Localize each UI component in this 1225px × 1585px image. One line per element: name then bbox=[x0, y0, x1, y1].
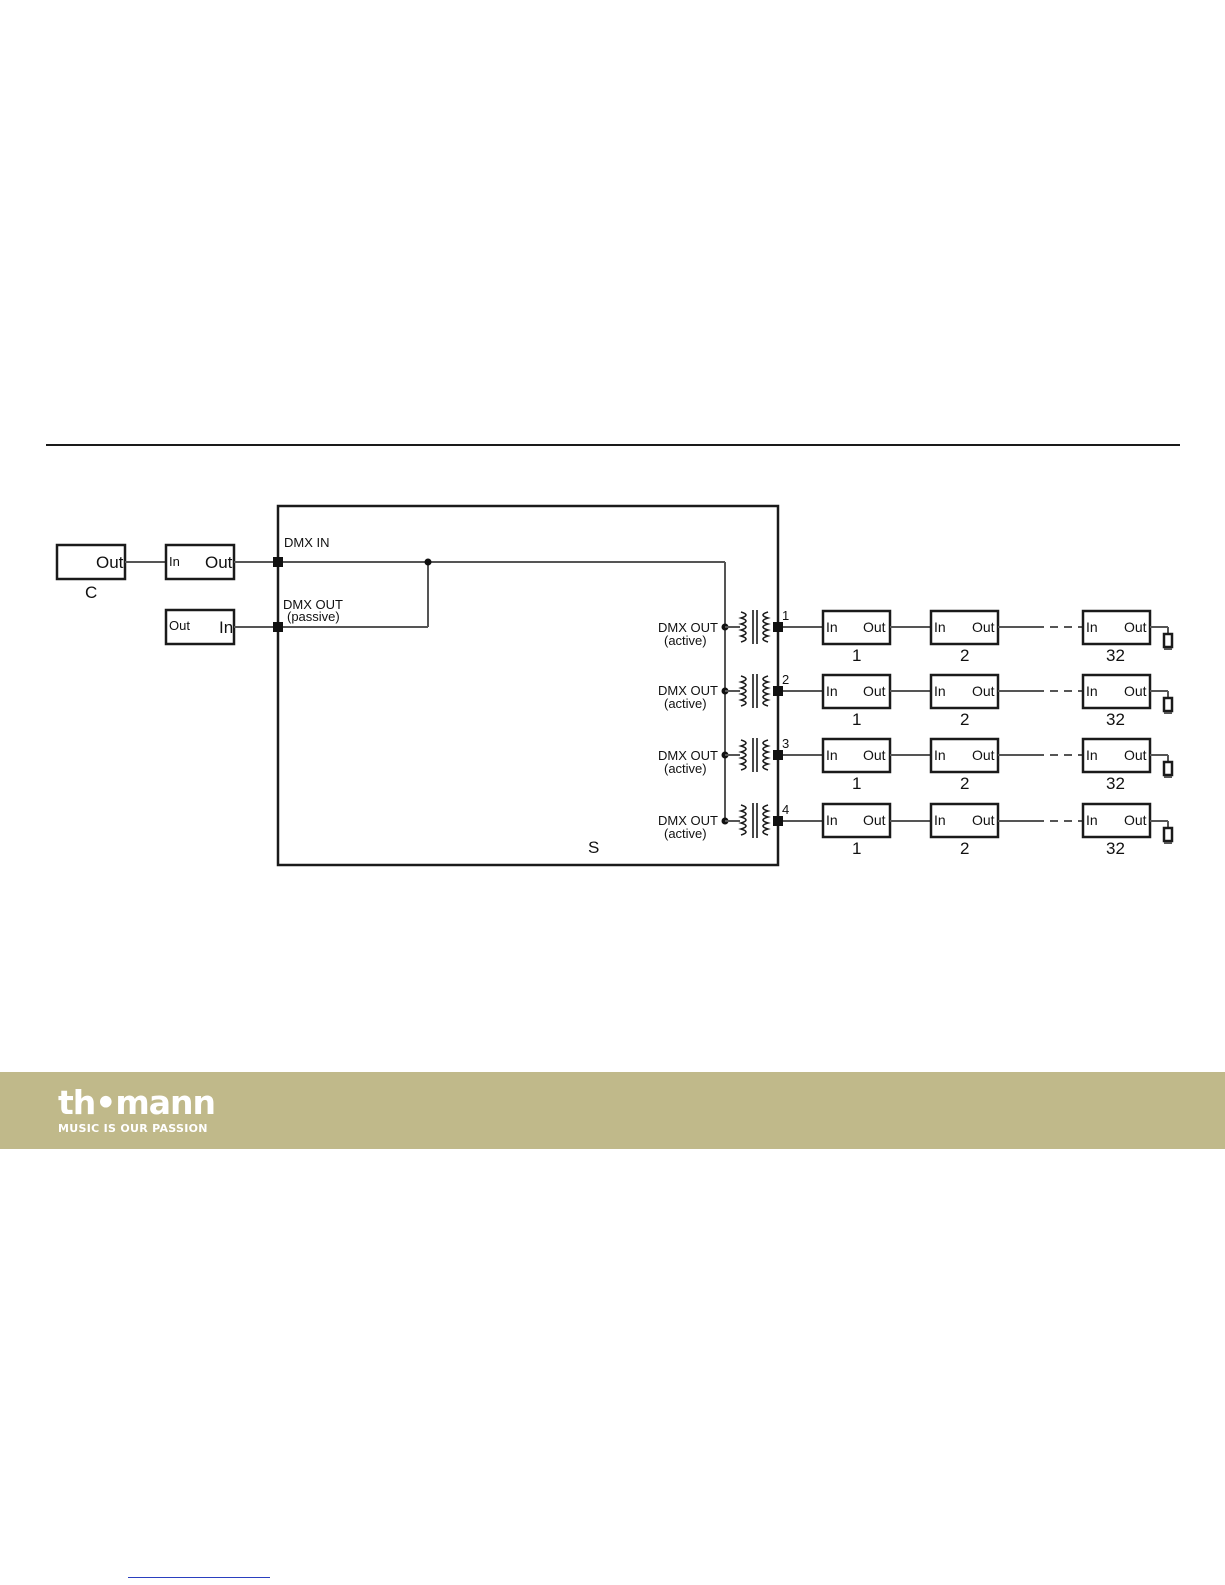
output-3-port: 3 bbox=[782, 736, 789, 751]
output-4-port: 4 bbox=[782, 802, 789, 817]
output-2-sub: (active) bbox=[664, 696, 707, 711]
transformer-3 bbox=[741, 738, 768, 772]
output-4-sub: (active) bbox=[664, 826, 707, 841]
chain-3-number-32: 32 bbox=[1106, 774, 1125, 793]
chain-2-number-32: 32 bbox=[1106, 710, 1125, 729]
chain-4-number-32: 32 bbox=[1106, 839, 1125, 858]
chain-3-dev-32-out: Out bbox=[1124, 747, 1147, 763]
chain-3-dev-1-in: In bbox=[826, 747, 838, 763]
footer-bar: th•mann MUSIC IS OUR PASSION bbox=[0, 1072, 1225, 1149]
terminator-1-icon bbox=[1150, 627, 1172, 649]
chain-1-number-1: 1 bbox=[852, 646, 861, 665]
dmx-out-passive-jack bbox=[273, 622, 283, 632]
chain-2-dev-1-out: Out bbox=[863, 683, 886, 699]
device-chain-4: In Out 1 In Out 2 In Out 32 bbox=[823, 804, 1172, 858]
chain-2-number-2: 2 bbox=[960, 710, 969, 729]
chain-4-number-2: 2 bbox=[960, 839, 969, 858]
terminator-2-icon bbox=[1150, 691, 1172, 713]
output-1-port: 1 bbox=[782, 608, 789, 623]
chain-1-dev-32-out: Out bbox=[1124, 619, 1147, 635]
chain-2-number-1: 1 bbox=[852, 710, 861, 729]
dmx-in-label: DMX IN bbox=[284, 535, 330, 550]
terminator-3-icon bbox=[1150, 755, 1172, 777]
transformer-4 bbox=[741, 803, 768, 838]
passive-output-device: Out In bbox=[166, 610, 234, 644]
splitter-output-3: DMX OUT (active) 3 bbox=[658, 736, 823, 776]
chain-4-dev-32-in: In bbox=[1086, 812, 1098, 828]
input-device-out-label: Out bbox=[205, 553, 233, 572]
dmx-out-passive-sub: (passive) bbox=[287, 609, 340, 624]
output-2-jack bbox=[773, 686, 783, 696]
passive-device-out-label: Out bbox=[169, 618, 190, 633]
dmx-in-jack bbox=[273, 557, 283, 567]
chain-1-dev-2-in: In bbox=[934, 619, 946, 635]
chain-4-dev-1-out: Out bbox=[863, 812, 886, 828]
splitter-output-2: DMX OUT (active) 2 bbox=[658, 672, 823, 711]
chain-4-dev-32-out: Out bbox=[1124, 812, 1147, 828]
chain-3-dev-2-out: Out bbox=[972, 747, 995, 763]
input-device: In Out bbox=[166, 545, 234, 579]
chain-1-dev-32-in: In bbox=[1086, 619, 1098, 635]
transformer-1 bbox=[741, 610, 768, 644]
output-2-port: 2 bbox=[782, 672, 789, 687]
dmx-splitter-diagram: Out C In Out Out In S DMX IN DMX OUT (pa… bbox=[0, 0, 1225, 900]
output-3-jack bbox=[773, 750, 783, 760]
chain-3-dev-1-out: Out bbox=[863, 747, 886, 763]
chain-4-number-1: 1 bbox=[852, 839, 861, 858]
output-4-jack bbox=[773, 816, 783, 826]
output-1-sub: (active) bbox=[664, 633, 707, 648]
bottom-link-underline[interactable] bbox=[128, 1577, 270, 1578]
controller-out-label: Out bbox=[96, 553, 124, 572]
chain-4-dev-2-out: Out bbox=[972, 812, 995, 828]
splitter-caption: S bbox=[588, 838, 599, 857]
device-chain-3: In Out 1 In Out 2 In Out 32 bbox=[823, 739, 1172, 793]
terminator-4-icon bbox=[1150, 821, 1172, 843]
brand-tagline: MUSIC IS OUR PASSION bbox=[58, 1122, 208, 1135]
splitter-output-1: DMX OUT (active) 1 bbox=[658, 608, 823, 648]
chain-3-number-2: 2 bbox=[960, 774, 969, 793]
device-chain-1: In Out 1 In Out 2 In Out 32 bbox=[823, 611, 1172, 665]
chain-2-dev-32-in: In bbox=[1086, 683, 1098, 699]
chain-3-dev-2-in: In bbox=[934, 747, 946, 763]
chain-1-dev-1-in: In bbox=[826, 619, 838, 635]
chain-3-number-1: 1 bbox=[852, 774, 861, 793]
chain-2-dev-32-out: Out bbox=[1124, 683, 1147, 699]
chain-1-dev-1-out: Out bbox=[863, 619, 886, 635]
passive-device-in-label: In bbox=[219, 618, 233, 637]
chain-2-dev-2-in: In bbox=[934, 683, 946, 699]
transformer-2 bbox=[741, 674, 768, 708]
output-1-jack bbox=[773, 622, 783, 632]
controller-device: Out C bbox=[57, 545, 125, 602]
chain-3-dev-32-in: In bbox=[1086, 747, 1098, 763]
chain-2-dev-1-in: In bbox=[826, 683, 838, 699]
chain-2-dev-2-out: Out bbox=[972, 683, 995, 699]
thomann-logo[interactable]: th•mann bbox=[58, 1086, 215, 1120]
device-chain-2: In Out 1 In Out 2 In Out 32 bbox=[823, 675, 1172, 729]
splitter-output-4: DMX OUT (active) 4 bbox=[658, 802, 823, 841]
input-device-in-label: In bbox=[169, 554, 180, 569]
chain-4-dev-1-in: In bbox=[826, 812, 838, 828]
output-3-sub: (active) bbox=[664, 761, 707, 776]
chain-1-number-2: 2 bbox=[960, 646, 969, 665]
chain-4-dev-2-in: In bbox=[934, 812, 946, 828]
chain-1-dev-2-out: Out bbox=[972, 619, 995, 635]
controller-caption: C bbox=[85, 583, 97, 602]
chain-1-number-32: 32 bbox=[1106, 646, 1125, 665]
